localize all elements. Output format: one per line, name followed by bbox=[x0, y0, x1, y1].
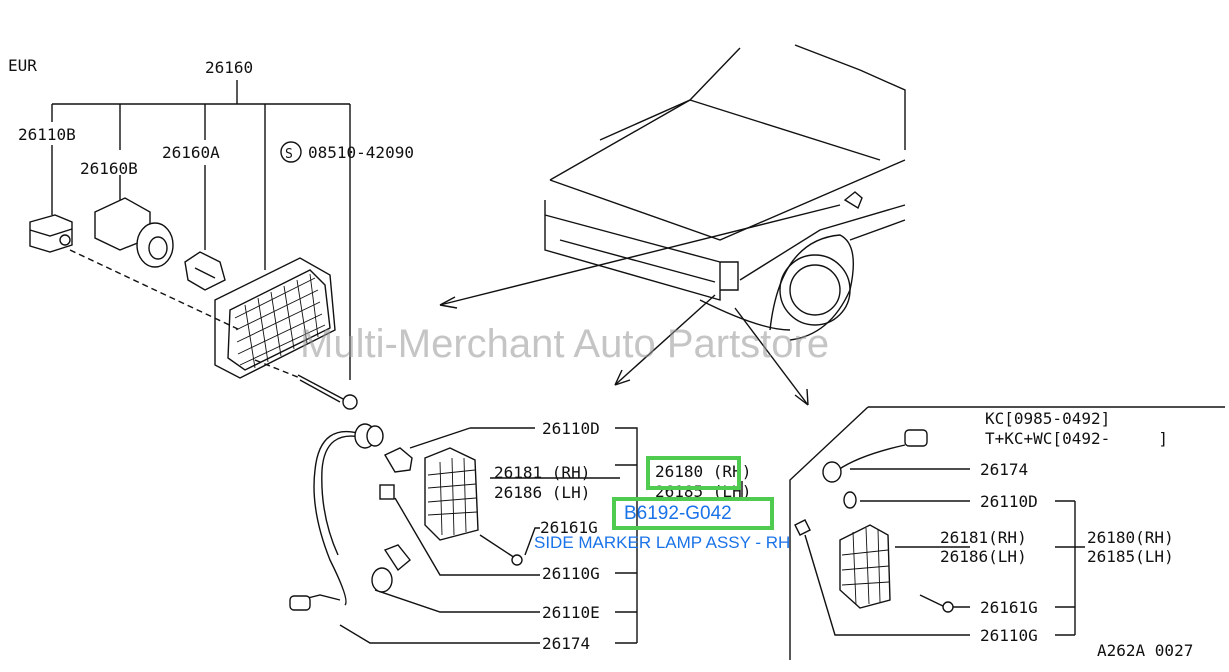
screw-symbol bbox=[280, 141, 302, 163]
screw-symbol-letter: S bbox=[285, 147, 293, 162]
callout-right-26110d: 26110D bbox=[980, 492, 1038, 511]
right-model-line1: KC[0985-0492] bbox=[985, 409, 1110, 428]
callout-mid-26180: 26180 (RH) bbox=[655, 462, 751, 481]
right-model-line2: T+KC+WC[0492- ] bbox=[985, 429, 1168, 448]
callout-26160: 26160 bbox=[205, 58, 253, 77]
code-highlight-box[interactable] bbox=[612, 497, 774, 530]
vehicle-outline bbox=[544, 44, 906, 341]
callout-right-26180: 26180(RH) bbox=[1087, 528, 1174, 547]
callout-mid-26110g: 26110G bbox=[542, 564, 600, 583]
top-parts bbox=[29, 197, 358, 410]
callout-right-26185: 26185(LH) bbox=[1087, 547, 1174, 566]
callout-mid-26181: 26181 (RH) bbox=[494, 463, 590, 482]
callout-right-26174: 26174 bbox=[980, 460, 1028, 479]
callout-08510-42090: 08510-42090 bbox=[308, 143, 414, 162]
callout-right-26161g: 26161G bbox=[980, 598, 1038, 617]
right-leaders bbox=[789, 406, 1225, 660]
callout-26160b: 26160B bbox=[80, 159, 138, 178]
part-description-label[interactable]: SIDE MARKER LAMP ASSY - RH bbox=[534, 533, 791, 552]
part-highlight-box[interactable] bbox=[646, 456, 741, 490]
callout-mid-26110d: 26110D bbox=[542, 419, 600, 438]
callout-mid-26161g: 26161G bbox=[540, 518, 598, 537]
callout-right-26110g: 26110G bbox=[980, 626, 1038, 645]
callout-right-26181: 26181(RH) bbox=[940, 528, 1027, 547]
diagram-code: A262A 0027 bbox=[1097, 641, 1193, 660]
middle-parts bbox=[289, 423, 523, 611]
callout-26110b: 26110B bbox=[18, 125, 76, 144]
callout-26160a: 26160A bbox=[162, 143, 220, 162]
callout-mid-26110e: 26110E bbox=[542, 603, 600, 622]
pointer-arrows bbox=[439, 204, 841, 406]
callout-mid-26174: 26174 bbox=[542, 634, 590, 653]
callout-right-26186: 26186(LH) bbox=[940, 547, 1027, 566]
region-label: EUR bbox=[8, 56, 37, 75]
callout-mid-26186: 26186 (LH) bbox=[494, 483, 590, 502]
part-code-label[interactable]: B6192-G042 bbox=[624, 503, 732, 524]
right-parts bbox=[794, 429, 954, 613]
middle-leaders bbox=[339, 427, 743, 644]
top-group-leaders bbox=[51, 80, 351, 380]
